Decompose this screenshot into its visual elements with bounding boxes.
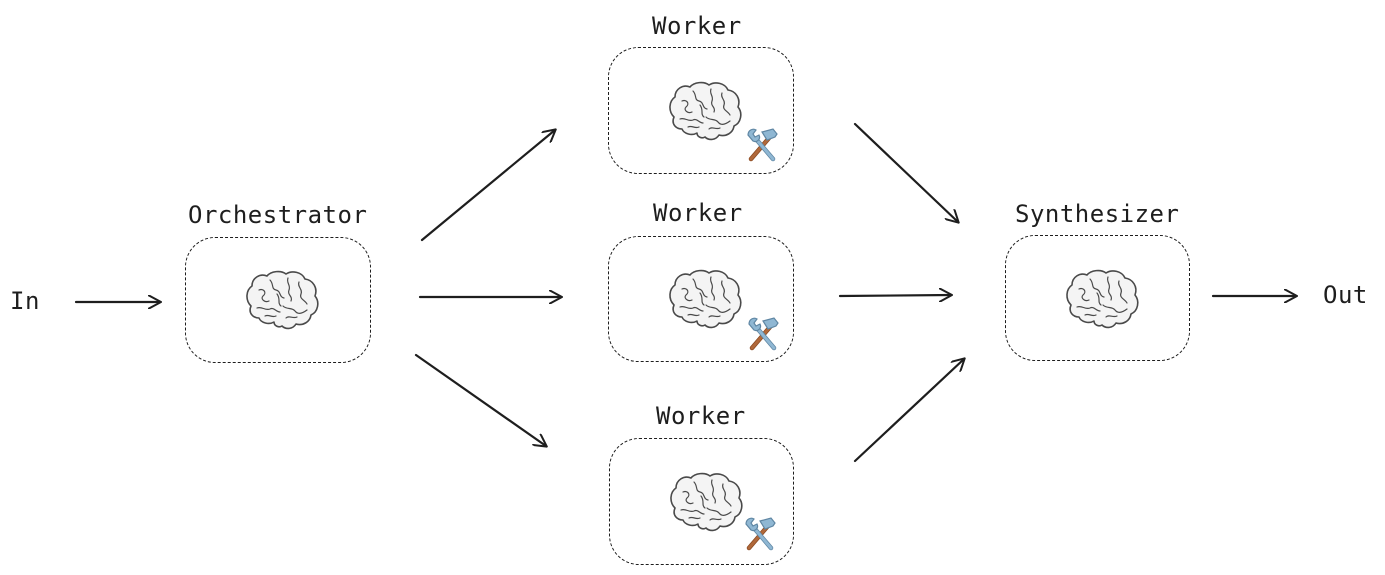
brain-icon — [246, 270, 319, 330]
synthesizer-node — [1005, 235, 1190, 361]
worker-1-title: Worker — [652, 12, 742, 40]
input-label: In — [10, 287, 40, 315]
output-label: Out — [1323, 281, 1368, 309]
hammer-and-wrench-icon — [743, 315, 783, 355]
worker-2-node — [608, 236, 794, 362]
arrow-orchestrator-to-worker-1 — [420, 130, 555, 242]
worker-2-title: Worker — [653, 199, 743, 227]
arrow-orchestrator-to-worker-3 — [414, 353, 546, 446]
brain-icon — [670, 472, 743, 532]
arrow-worker-2-to-synthesizer — [838, 295, 951, 296]
arrow-worker-1-to-synthesizer — [853, 122, 958, 222]
brain-icon — [669, 269, 742, 329]
worker-3-node — [609, 438, 794, 565]
arrow-worker-3-to-synthesizer — [853, 359, 964, 463]
hammer-and-wrench-icon — [740, 515, 780, 555]
orchestrator-title: Orchestrator — [188, 201, 368, 229]
hammer-and-wrench-icon — [742, 126, 782, 166]
worker-1-node — [608, 47, 794, 174]
brain-icon — [1066, 269, 1139, 329]
orchestrator-node — [185, 237, 371, 363]
brain-icon — [669, 81, 742, 141]
worker-3-title: Worker — [656, 402, 746, 430]
synthesizer-title: Synthesizer — [1015, 200, 1180, 228]
